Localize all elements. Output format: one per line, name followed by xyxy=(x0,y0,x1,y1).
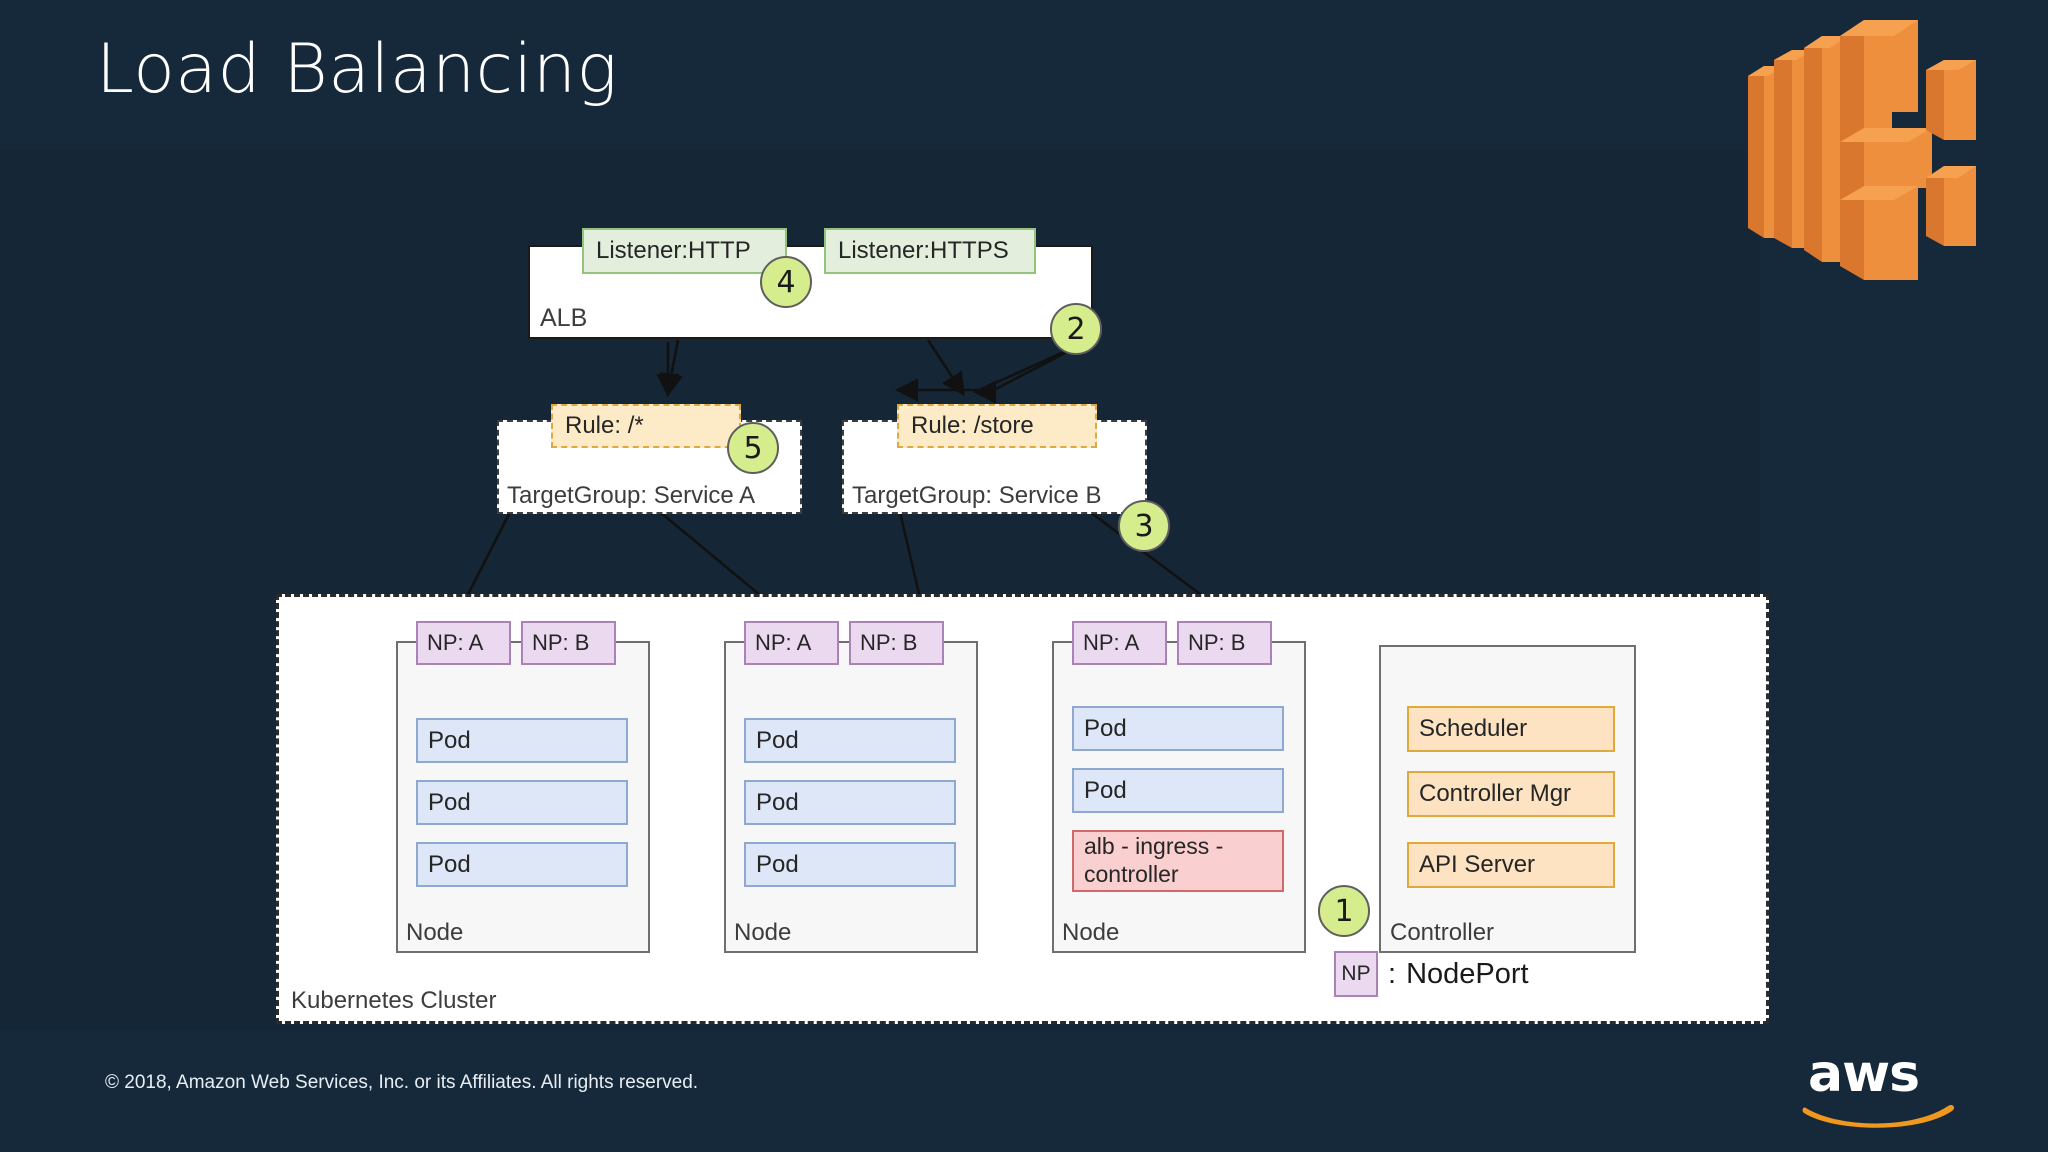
rule-slash-star-label: Rule: /* xyxy=(565,412,644,439)
node-1-nodeport-b-label: NP: B xyxy=(532,630,590,655)
node-3-label: Node xyxy=(1062,919,1120,946)
node-2-nodeport-a-label: NP: A xyxy=(755,630,812,655)
api-server-box[interactable]: API Server xyxy=(1407,842,1615,888)
rule-store-box[interactable]: Rule: /store xyxy=(897,404,1097,448)
step-badge-5: 5 xyxy=(727,422,779,474)
node-1-label: Node xyxy=(406,919,464,946)
node-1-pod-3[interactable]: Pod xyxy=(416,842,628,887)
copyright-footer: © 2018, Amazon Web Services, Inc. or its… xyxy=(105,1072,699,1093)
node-3-nodeport-a-label: NP: A xyxy=(1083,630,1140,655)
node-2-label: Node xyxy=(734,919,792,946)
node-3-pod-2-label: Pod xyxy=(1084,776,1127,804)
page-title: Load Balancing xyxy=(96,30,618,109)
api-server-label: API Server xyxy=(1419,851,1536,878)
node-2-pod-2-label: Pod xyxy=(756,788,799,816)
step-badge-5-number: 5 xyxy=(743,430,763,466)
node-1-pod-1-label: Pod xyxy=(428,726,471,754)
listener-https-label: Listener:HTTPS xyxy=(838,237,1009,264)
node-2-nodeport-b-label: NP: B xyxy=(860,630,918,655)
step-badge-1-number: 1 xyxy=(1334,893,1354,929)
aws-compute-logo-icon xyxy=(1748,20,1976,280)
step-badge-4: 4 xyxy=(760,256,812,308)
listener-https-box[interactable]: Listener:HTTPS xyxy=(824,228,1036,274)
alb-ingress-controller-label: alb - ingress - controller xyxy=(1084,833,1224,887)
rule-store-label: Rule: /store xyxy=(911,412,1034,439)
node-1-pod-2-label: Pod xyxy=(428,788,471,816)
node-2-pod-3-label: Pod xyxy=(756,850,799,878)
target-group-a-label: TargetGroup: Service A xyxy=(507,482,756,509)
controller-mgr-box[interactable]: Controller Mgr xyxy=(1407,771,1615,817)
node-1-box[interactable]: NP: A NP: B Pod Pod Pod Node xyxy=(396,621,650,953)
node-2-pod-2[interactable]: Pod xyxy=(744,780,956,825)
controller-label: Controller xyxy=(1390,919,1495,946)
step-badge-4-number: 4 xyxy=(776,264,796,300)
nodeport-legend: NP : NodePort xyxy=(1334,951,1529,997)
controller-mgr-label: Controller Mgr xyxy=(1419,780,1572,807)
nodeport-legend-text: NodePort xyxy=(1406,957,1529,990)
node-3-nodeport-b-label: NP: B xyxy=(1188,630,1246,655)
node-2-nodeport-a[interactable]: NP: A xyxy=(744,621,839,665)
rule-slash-star-box[interactable]: Rule: /* xyxy=(551,404,741,448)
aws-wordmark: aws xyxy=(1800,1048,1975,1128)
nodeport-legend-chip: NP xyxy=(1334,951,1378,997)
node-2-pod-3[interactable]: Pod xyxy=(744,842,956,887)
node-2-nodeport-b[interactable]: NP: B xyxy=(849,621,944,665)
node-1-nodeport-a[interactable]: NP: A xyxy=(416,621,511,665)
listener-http-box[interactable]: Listener:HTTP xyxy=(582,228,787,274)
node-2-box[interactable]: NP: A NP: B Pod Pod Pod Node xyxy=(724,621,978,953)
listener-http-label: Listener:HTTP xyxy=(596,237,751,264)
node-3-pod-1[interactable]: Pod xyxy=(1072,706,1284,751)
nodeport-legend-separator: : xyxy=(1388,957,1397,990)
node-3-nodeport-b[interactable]: NP: B xyxy=(1177,621,1272,665)
step-badge-3: 3 xyxy=(1118,500,1170,552)
node-3-pod-1-label: Pod xyxy=(1084,714,1127,742)
aws-smile-icon xyxy=(1802,1104,1955,1128)
target-group-b-label: TargetGroup: Service B xyxy=(852,482,1102,509)
node-1-nodeport-b[interactable]: NP: B xyxy=(521,621,616,665)
node-2-pod-1-label: Pod xyxy=(756,726,799,754)
scheduler-label: Scheduler xyxy=(1419,715,1528,742)
node-1-pod-2[interactable]: Pod xyxy=(416,780,628,825)
kubernetes-cluster-label: Kubernetes Cluster xyxy=(291,987,497,1014)
aws-wordmark-text: aws xyxy=(1808,1044,1920,1104)
node-1-nodeport-a-label: NP: A xyxy=(427,630,484,655)
scheduler-box[interactable]: Scheduler xyxy=(1407,706,1615,752)
step-badge-1: 1 xyxy=(1318,885,1370,937)
aws-compute-logo xyxy=(1722,18,2002,283)
controller-box[interactable]: Scheduler Controller Mgr API Server Cont… xyxy=(1379,645,1636,953)
node-2-pod-1[interactable]: Pod xyxy=(744,718,956,763)
node-3-pod-2[interactable]: Pod xyxy=(1072,768,1284,813)
alb-ingress-controller-box[interactable]: alb - ingress - controller xyxy=(1072,830,1284,892)
step-badge-2: 2 xyxy=(1050,303,1102,355)
node-3-box[interactable]: NP: A NP: B Pod Pod alb - ingress - cont… xyxy=(1052,621,1306,953)
node-1-pod-3-label: Pod xyxy=(428,850,471,878)
step-badge-3-number: 3 xyxy=(1134,508,1154,544)
node-3-nodeport-a[interactable]: NP: A xyxy=(1072,621,1167,665)
alb-label: ALB xyxy=(540,304,588,332)
node-1-pod-1[interactable]: Pod xyxy=(416,718,628,763)
step-badge-2-number: 2 xyxy=(1066,311,1086,347)
